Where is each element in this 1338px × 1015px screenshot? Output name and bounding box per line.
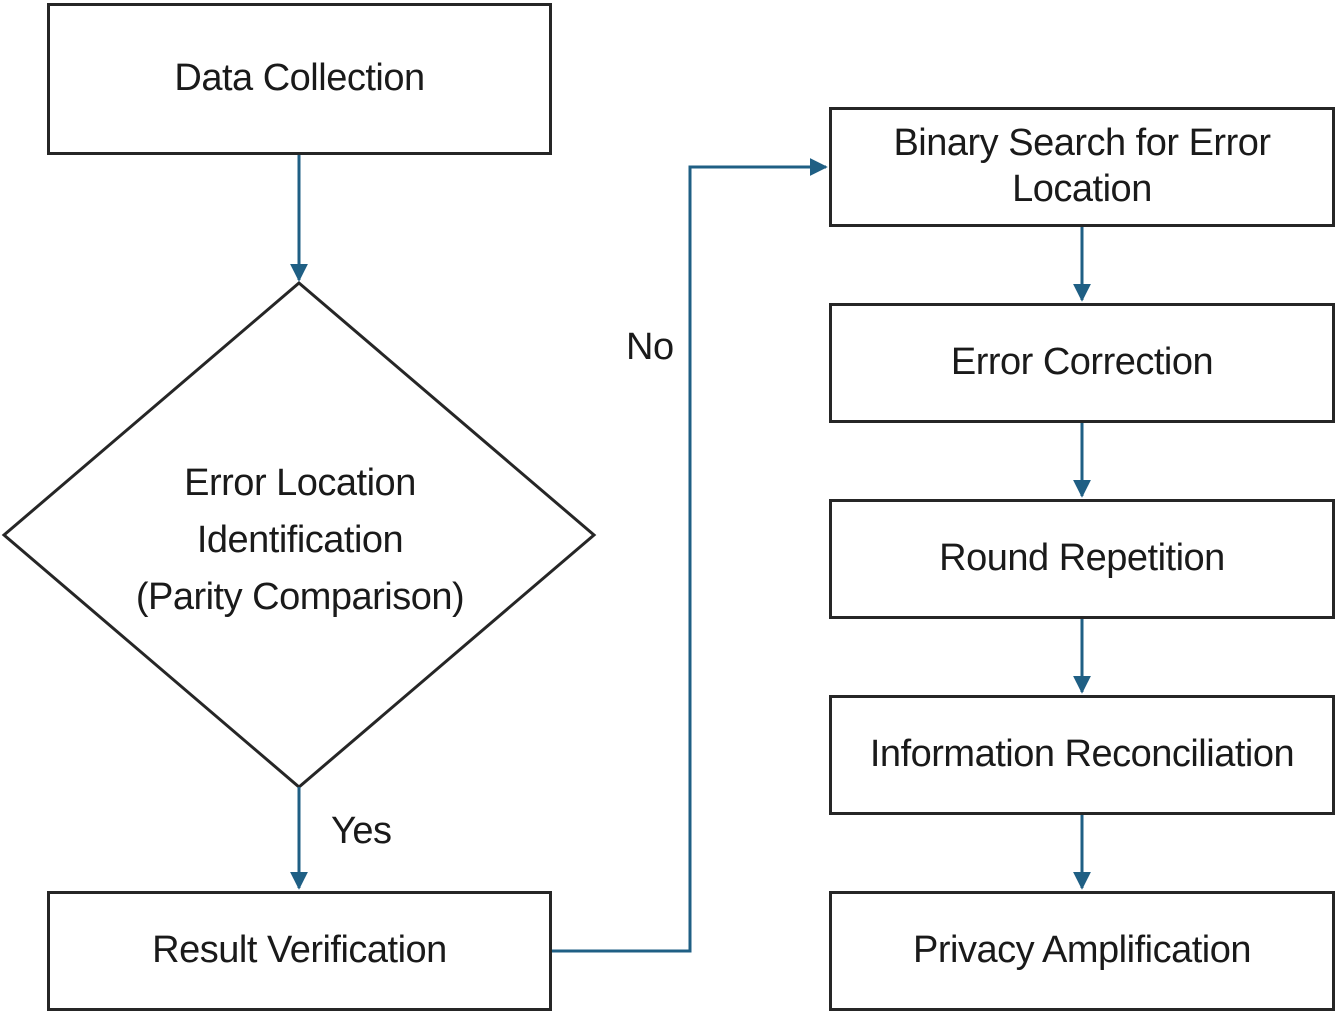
information-reconciliation-label: Information Reconciliation: [869, 733, 1295, 776]
no-edge-label: No: [626, 326, 674, 368]
round-repetition-label: Round Repetition: [939, 537, 1225, 580]
data-collection-box: Data Collection: [47, 3, 552, 155]
binary-search-label: Binary Search for Error Location: [893, 122, 1271, 210]
decision-label-line2: Identification: [196, 519, 404, 561]
privacy-amplification-box: Privacy Amplification: [829, 891, 1335, 1011]
result-verification-box: Result Verification: [47, 891, 552, 1011]
result-verification-label: Result Verification: [152, 929, 447, 972]
yes-edge-label: Yes: [331, 810, 392, 852]
round-repetition-box: Round Repetition: [829, 499, 1335, 619]
data-collection-label: Data Collection: [174, 57, 425, 100]
decision-label-line3: (Parity Comparison): [135, 576, 465, 618]
error-correction-box: Error Correction: [829, 303, 1335, 423]
binary-search-box: Binary Search for Error Location: [829, 107, 1335, 227]
error-correction-label: Error Correction: [950, 341, 1214, 384]
decision-label-line1: Error Location: [184, 462, 416, 504]
privacy-amplification-label: Privacy Amplification: [913, 929, 1251, 972]
decision-label: Error Location Identification (Parity Co…: [100, 455, 500, 626]
information-reconciliation-box: Information Reconciliation: [829, 695, 1335, 815]
arrow-result-to-binary-search: [552, 158, 828, 953]
